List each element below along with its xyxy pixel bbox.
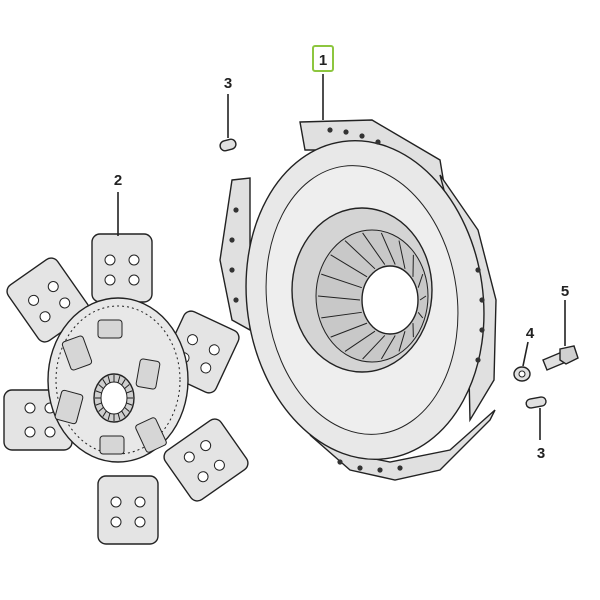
bolt-hole bbox=[475, 357, 481, 363]
damper-spring-window bbox=[61, 335, 93, 371]
diaphragm-finger-slot bbox=[417, 273, 424, 288]
bolt-hole bbox=[375, 139, 381, 145]
spline-tooth bbox=[124, 407, 130, 412]
callout-1-label: 1 bbox=[319, 52, 327, 69]
callout-2-label[interactable]: 2 bbox=[114, 172, 122, 189]
bolt-hole bbox=[233, 207, 239, 213]
spline-tooth bbox=[102, 410, 107, 417]
diaphragm-finger-slot bbox=[419, 295, 427, 301]
hub-splines bbox=[95, 375, 133, 421]
bolt-hole bbox=[359, 133, 365, 139]
callout-1-highlight-box bbox=[312, 45, 334, 72]
bolt-hole bbox=[397, 465, 403, 471]
splined-hub-bore bbox=[100, 381, 128, 415]
bolt-hole bbox=[229, 237, 235, 243]
clutch-disc[interactable] bbox=[3, 233, 251, 545]
callout-5-label[interactable]: 5 bbox=[561, 283, 569, 300]
damper-spring-window bbox=[97, 319, 123, 339]
spline-tooth bbox=[98, 384, 104, 389]
diaphragm-finger-slot bbox=[362, 232, 386, 265]
callout-3b-label[interactable]: 3 bbox=[537, 445, 545, 462]
bolt-hole bbox=[475, 267, 481, 273]
diaphragm-finger-slot bbox=[344, 330, 376, 352]
spline-tooth bbox=[117, 413, 121, 421]
damper-spring-window bbox=[54, 389, 84, 425]
release-bore bbox=[361, 265, 419, 335]
diaphragm-fingers bbox=[317, 232, 427, 360]
cover-bolt-holes bbox=[229, 127, 485, 473]
friction-pad bbox=[6, 257, 90, 343]
dowel-pin-bottom[interactable] bbox=[525, 396, 547, 409]
diaphragm-finger-slot bbox=[380, 335, 396, 360]
dowel-pin-top[interactable] bbox=[219, 138, 237, 152]
spline-tooth bbox=[107, 413, 111, 421]
diaphragm-finger-slot bbox=[362, 335, 386, 360]
spline-tooth bbox=[126, 402, 133, 406]
diaphragm-finger-slot bbox=[330, 322, 368, 338]
damper-spring-window bbox=[135, 358, 161, 390]
bolt-hole bbox=[327, 127, 333, 133]
diaphragm-finger-slot bbox=[344, 240, 376, 270]
bolt-hole bbox=[233, 297, 239, 303]
diaphragm-finger-slot bbox=[380, 232, 396, 265]
friction-pad bbox=[97, 475, 159, 545]
spline-tooth bbox=[95, 390, 102, 394]
spline-tooth bbox=[121, 379, 126, 386]
diaphragm-finger-slot bbox=[317, 295, 361, 301]
damper-spring-window bbox=[99, 435, 125, 455]
diaphragm-finger-slot bbox=[330, 254, 368, 278]
diaphragm-finger-slot bbox=[321, 273, 362, 289]
friction-pad bbox=[91, 233, 153, 303]
bolt-hole bbox=[479, 297, 485, 303]
bolt-hole bbox=[479, 327, 485, 333]
spline-tooth bbox=[102, 379, 107, 386]
leader-line-4 bbox=[522, 341, 529, 367]
diaphragm-finger-slot bbox=[321, 311, 362, 319]
bolt-hole bbox=[343, 129, 349, 135]
spline-tooth bbox=[98, 407, 104, 412]
bolt[interactable] bbox=[542, 345, 579, 371]
callout-3a-label[interactable]: 3 bbox=[224, 75, 232, 92]
bolt-hole bbox=[229, 267, 235, 273]
callout-4-label[interactable]: 4 bbox=[526, 325, 535, 342]
washer[interactable] bbox=[513, 366, 531, 382]
diaphragm-finger-slot bbox=[417, 311, 424, 319]
spline-tooth bbox=[117, 375, 121, 383]
diaphragm-finger-slot bbox=[398, 331, 406, 352]
spline-tooth bbox=[107, 375, 111, 383]
spline-tooth bbox=[121, 410, 126, 417]
spline-tooth bbox=[124, 384, 130, 389]
spline-tooth bbox=[126, 390, 133, 394]
callout-1[interactable]: 1 bbox=[312, 45, 334, 72]
mounting-lug bbox=[219, 177, 251, 332]
friction-pad bbox=[163, 418, 249, 502]
damper-spring-window bbox=[135, 417, 167, 453]
bolt-hole bbox=[377, 467, 383, 473]
pressure-plate-assembly[interactable] bbox=[219, 119, 504, 481]
spline-tooth bbox=[95, 402, 102, 406]
bolt-hole bbox=[337, 459, 343, 465]
diaphragm-finger-slot bbox=[398, 240, 406, 269]
bolt-hole bbox=[357, 465, 363, 471]
